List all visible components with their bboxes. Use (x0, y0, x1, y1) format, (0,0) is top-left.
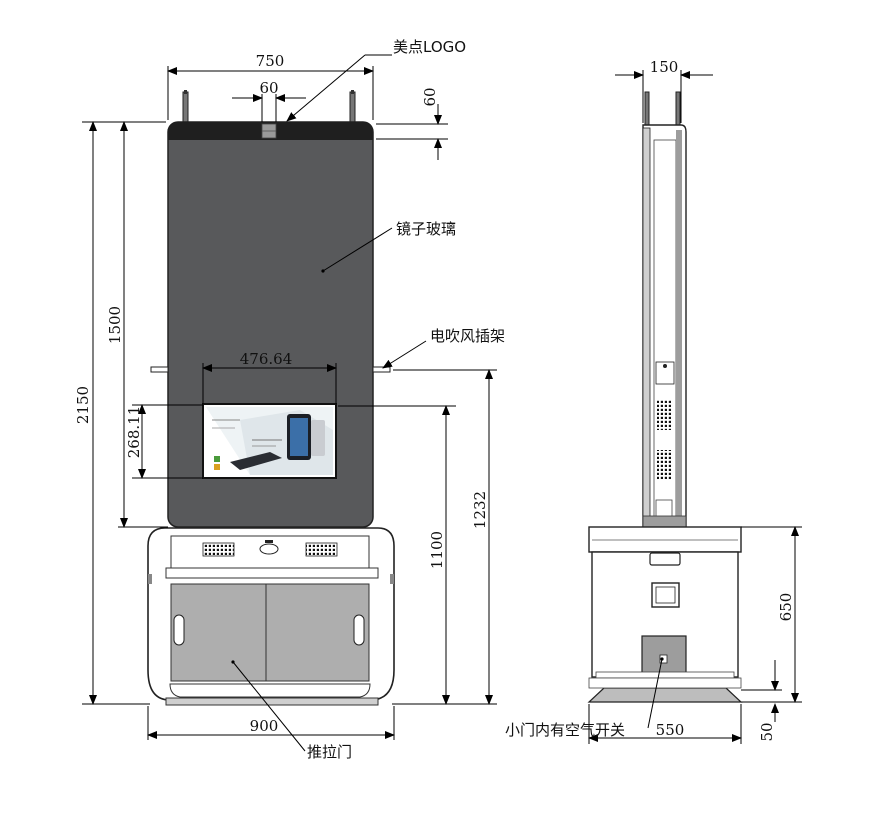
side-cabinet-slot (649, 552, 681, 566)
dim-overall-width: 750 (256, 52, 285, 70)
cabinet-center-button (259, 543, 279, 555)
dim-base-height: 50 (758, 722, 776, 741)
side-column (642, 124, 687, 529)
antenna-right (349, 90, 356, 125)
front-view: 750 60 美点LOGO 60 2150 1500 476.64 (74, 38, 505, 761)
door-handle-right (353, 614, 365, 646)
dim-cabinet-height: 650 (777, 593, 795, 622)
side-antenna-left (644, 91, 650, 129)
base-plinth (165, 697, 379, 706)
dim-mirror-height: 1500 (106, 306, 124, 344)
sliding-door-left (170, 583, 267, 682)
side-cabinet (587, 526, 743, 703)
label-mirror-glass: 镜子玻璃 (396, 220, 456, 238)
label-logo: 美点LOGO (393, 38, 466, 56)
dim-total-height: 2150 (74, 386, 92, 424)
dim-base-depth: 550 (656, 721, 685, 739)
dim-screen-width: 476.64 (240, 350, 293, 368)
dim-hook-height: 1232 (471, 491, 489, 529)
dim-cabinet-top-height: 1100 (428, 531, 446, 569)
hair-dryer-holder-left (150, 366, 169, 373)
dim-logo-width: 60 (259, 79, 278, 97)
label-sliding-door: 推拉门 (307, 743, 352, 761)
side-vent-lower (657, 450, 671, 480)
side-view: 150 650 550 50 小门内有空气开关 (505, 58, 802, 744)
sliding-door-right (265, 583, 370, 682)
hair-dryer-holder-right (372, 366, 391, 373)
cabinet-front (147, 527, 395, 706)
label-air-switch: 小门内有空气开关 (505, 721, 625, 739)
display-screen (202, 403, 337, 479)
door-handle-left (173, 614, 185, 646)
dim-top-depth: 150 (650, 58, 679, 76)
speaker-vent-left (202, 542, 235, 557)
side-vent-upper (657, 400, 671, 430)
side-antenna-right (675, 91, 681, 129)
speaker-vent-right (305, 542, 338, 557)
dim-screen-height: 268.11 (125, 406, 143, 459)
label-hair-dryer-holder: 电吹风插架 (430, 327, 505, 345)
dim-base-width: 900 (250, 717, 279, 735)
antenna-left (182, 90, 189, 125)
dim-logo-height: 60 (421, 87, 439, 106)
